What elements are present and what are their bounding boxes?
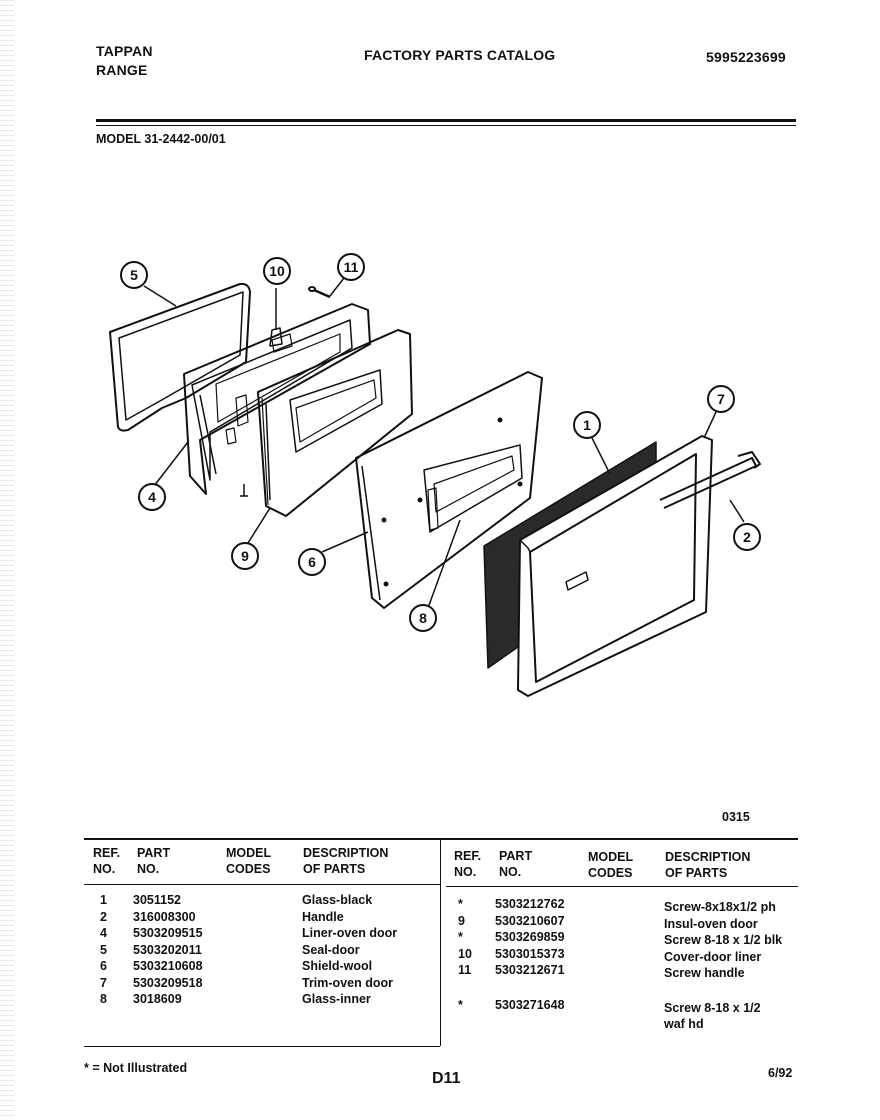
callout-4: 4: [148, 489, 156, 505]
table-cell: *: [458, 897, 463, 911]
table-cell: Shield-wool: [302, 959, 373, 973]
callout-10: 10: [269, 263, 285, 279]
scan-edge: [0, 0, 14, 1120]
model-number: MODEL 31-2442-00/01: [96, 132, 226, 146]
table-cell: 5303212762: [495, 897, 565, 911]
table-cell: Seal-door: [302, 942, 360, 957]
table-bottom-rule-left: [84, 1046, 440, 1047]
table-cell: 5303209518: [133, 975, 203, 990]
table-cell: *: [458, 930, 463, 944]
table-header-rule-right: [446, 886, 798, 887]
brand-line-2: RANGE: [96, 62, 148, 78]
table-cell: 1: [100, 893, 107, 907]
right-ref-column: * 9 * 10 11 *: [458, 896, 492, 1013]
table-cell: Screw 8-18 x 1/2 blk: [664, 933, 783, 947]
callout-1: 1: [583, 417, 591, 433]
liner-oven-door-part: [183, 303, 371, 495]
table-cell: Trim-oven door: [302, 975, 393, 990]
table-cell: Handle: [302, 909, 344, 924]
callout-11: 11: [344, 259, 359, 275]
callout-5: 5: [130, 267, 138, 283]
table-cell: 3051152: [133, 893, 181, 907]
table-cell: 5303209515: [133, 926, 203, 940]
header-rule-bottom: [96, 125, 796, 126]
table-top-rule: [84, 838, 798, 840]
left-part-column: 3051152 316008300 5303209515 5303202011 …: [133, 892, 233, 1008]
table-header-rule-left: [84, 884, 440, 885]
callout-2: 2: [743, 529, 751, 545]
table-cell: Liner-oven door: [302, 926, 398, 940]
callout-8: 8: [419, 610, 427, 626]
catalog-title: FACTORY PARTS CATALOG: [364, 47, 556, 63]
shield-wool-part: [355, 371, 543, 609]
table-cell: 5: [100, 942, 107, 957]
right-part-column: 5303212762 5303210607 5303269859 5303015…: [495, 896, 595, 1013]
callout-6: 6: [308, 554, 316, 570]
header-rule-top: [96, 119, 796, 122]
table-cell: 11: [458, 963, 472, 977]
table-cell: 2: [100, 909, 107, 924]
screw-handle-part: [308, 286, 331, 299]
table-cell: 6: [100, 959, 107, 973]
handle-part: [659, 451, 761, 509]
table-cell: 9: [458, 913, 465, 928]
diagram-code: 0315: [722, 810, 750, 824]
table-cell: 4: [100, 926, 107, 940]
right-desc-column: Screw-8x18x1/2 ph Insul-oven door Screw …: [664, 899, 804, 1033]
not-illustrated-note: * = Not Illustrated: [84, 1061, 188, 1075]
table-divider: [440, 838, 441, 1046]
screw-part: [240, 484, 248, 497]
table-cell: Glass-inner: [302, 992, 371, 1006]
table-cell: Cover-door liner: [664, 949, 762, 964]
table-cell: Screw handle: [664, 966, 745, 980]
callout-9: 9: [241, 548, 249, 564]
trim-oven-door-part: [517, 435, 713, 697]
brand-line-1: TAPPAN: [96, 43, 153, 59]
left-desc-column: Glass-black Handle Liner-oven door Seal-…: [302, 892, 438, 1008]
page-number: D11: [432, 1070, 461, 1087]
table-cell: 10: [458, 946, 472, 961]
table-cell: 5303271648: [495, 997, 565, 1012]
table-cell: 5303210607: [495, 913, 565, 928]
exploded-door-diagram: 5 10 11 4 9 6 8 1 7 2: [109, 253, 761, 697]
table-cell: 5303210608: [133, 959, 203, 973]
seal-door-part: [109, 282, 251, 432]
insul-oven-door-part: [257, 329, 413, 517]
table-cell: *: [458, 997, 463, 1012]
col-header-ref-left: REF.NO.: [93, 846, 121, 876]
table-cell: 5303269859: [495, 930, 565, 944]
left-ref-column: 1 2 4 5 6 7 8: [100, 892, 130, 1008]
table-cell: 3018609: [133, 992, 182, 1006]
table-cell: 5303212671: [495, 963, 565, 977]
cover-door-liner-part: [269, 327, 283, 347]
table-cell: 316008300: [133, 909, 196, 924]
table-cell: 5303202011: [133, 942, 202, 957]
table-cell: 7: [100, 975, 107, 990]
table-cell: Glass-black: [302, 893, 373, 907]
table-cell: 5303015373: [495, 946, 565, 961]
revision-date: 6/92: [768, 1066, 793, 1080]
catalog-number: 5995223699: [706, 49, 786, 65]
col-header-ref-right: REF.NO.: [454, 849, 482, 879]
callout-7: 7: [717, 391, 725, 407]
table-cell: Screw-8x18x1/2 ph: [664, 900, 776, 914]
table-cell: Insul-oven door: [664, 916, 758, 931]
table-cell: Screw 8-18 x 1/2: [664, 1000, 761, 1015]
table-cell: waf hd: [664, 1017, 704, 1031]
table-cell: 8: [100, 992, 107, 1006]
